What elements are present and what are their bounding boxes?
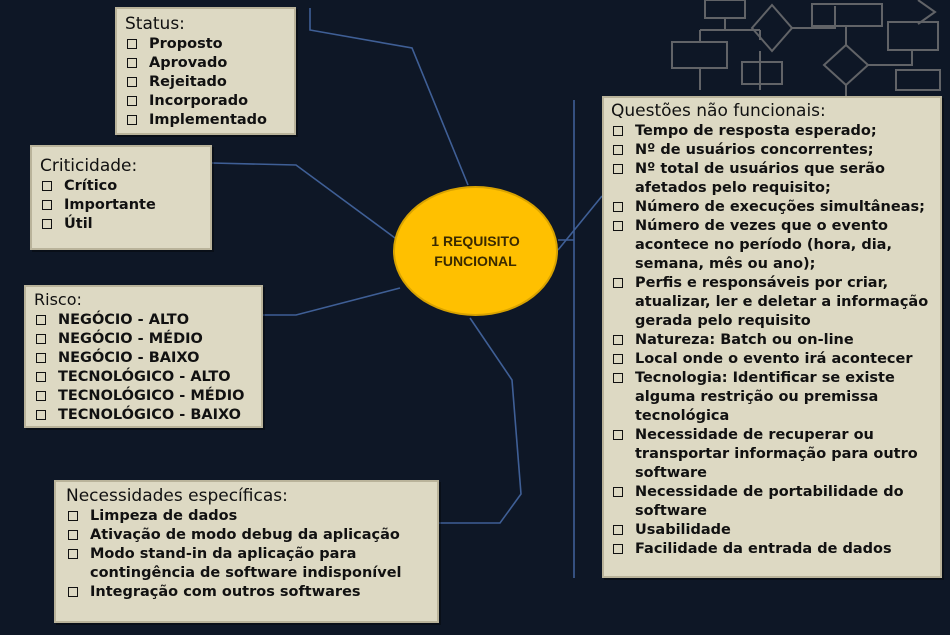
questoes-title: Questões não funcionais: xyxy=(611,101,826,121)
checkbox-icon xyxy=(36,315,46,325)
checkbox-icon xyxy=(613,164,623,174)
connector-questoes-tick xyxy=(557,195,603,251)
list-item: Necessidade de recuperar ou transportar … xyxy=(611,426,933,483)
checkbox-icon xyxy=(613,221,623,231)
connector-risco xyxy=(263,287,401,316)
checkbox-icon xyxy=(68,587,78,597)
checkbox-icon xyxy=(613,126,623,136)
checkbox-icon xyxy=(127,96,137,106)
list-item: Natureza: Batch ou on-line xyxy=(611,331,933,350)
list-item: Perfis e responsáveis por criar, atualiz… xyxy=(611,274,933,331)
checkbox-icon xyxy=(68,530,78,540)
risco-list: NEGÓCIO - ALTO NEGÓCIO - MÉDIO NEGÓCIO -… xyxy=(34,311,253,425)
risco-box: Risco: NEGÓCIO - ALTO NEGÓCIO - MÉDIO NE… xyxy=(24,285,263,428)
list-item: TECNOLÓGICO - BAIXO xyxy=(34,406,253,425)
checkbox-icon xyxy=(36,353,46,363)
list-item: Usabilidade xyxy=(611,521,933,540)
list-item: NEGÓCIO - MÉDIO xyxy=(34,330,253,349)
checkbox-icon xyxy=(42,200,52,210)
checkbox-icon xyxy=(36,391,46,401)
checkbox-icon xyxy=(613,544,623,554)
checkbox-icon xyxy=(613,525,623,535)
flowchart-background-graphic xyxy=(671,0,941,96)
list-item: NEGÓCIO - BAIXO xyxy=(34,349,253,368)
list-item: Aprovado xyxy=(125,54,286,73)
list-item: Número de vezes que o evento acontece no… xyxy=(611,217,933,274)
list-item: Crítico xyxy=(40,177,202,196)
criticidade-title: Criticidade: xyxy=(40,156,138,176)
list-item: Rejeitado xyxy=(125,73,286,92)
list-item: NEGÓCIO - ALTO xyxy=(34,311,253,330)
status-title: Status: xyxy=(125,14,185,34)
checkbox-icon xyxy=(127,39,137,49)
connector-questoes xyxy=(558,100,575,578)
connector-lines xyxy=(211,8,603,578)
list-item: Tempo de resposta esperado; xyxy=(611,122,933,141)
checkbox-icon xyxy=(613,430,623,440)
checkbox-icon xyxy=(127,115,137,125)
list-item: Tecnologia: Identificar se existe alguma… xyxy=(611,369,933,426)
list-item: Nº total de usuários que serão afetados … xyxy=(611,160,933,198)
list-item: Nº de usuários concorrentes; xyxy=(611,141,933,160)
checkbox-icon xyxy=(127,58,137,68)
connector-status xyxy=(309,8,469,186)
checkbox-icon xyxy=(613,373,623,383)
necessidades-list: Limpeza de dados Ativação de modo debug … xyxy=(66,507,427,602)
checkbox-icon xyxy=(613,278,623,288)
list-item: Implementado xyxy=(125,111,286,130)
list-item: TECNOLÓGICO - MÉDIO xyxy=(34,387,253,406)
list-item: TECNOLÓGICO - ALTO xyxy=(34,368,253,387)
checkbox-icon xyxy=(613,487,623,497)
criticidade-list: Crítico Importante Útil xyxy=(40,177,202,234)
list-item: Número de execuções simultâneas; xyxy=(611,198,933,217)
status-list: Proposto Aprovado Rejeitado Incorporado … xyxy=(125,35,286,130)
checkbox-icon xyxy=(36,334,46,344)
central-node-label: 1 REQUISITO FUNCIONAL xyxy=(431,233,520,269)
checkbox-icon xyxy=(36,410,46,420)
necessidades-box: Necessidades específicas: Limpeza de dad… xyxy=(54,480,439,623)
questoes-list: Tempo de resposta esperado; Nº de usuári… xyxy=(611,122,933,559)
criticidade-box: Criticidade: Crítico Importante Útil xyxy=(30,145,212,250)
list-item: Útil xyxy=(40,215,202,234)
list-item: Importante xyxy=(40,196,202,215)
list-item: Necessidade de portabilidade do software xyxy=(611,483,933,521)
checkbox-icon xyxy=(127,77,137,87)
central-node-requisito-funcional: 1 REQUISITO FUNCIONAL xyxy=(393,186,558,316)
list-item: Local onde o evento irá acontecer xyxy=(611,350,933,369)
list-item: Modo stand-in da aplicação para contingê… xyxy=(66,545,427,583)
list-item: Incorporado xyxy=(125,92,286,111)
checkbox-icon xyxy=(36,372,46,382)
connector-necessidades xyxy=(439,317,522,524)
necessidades-title: Necessidades específicas: xyxy=(66,486,288,506)
list-item: Proposto xyxy=(125,35,286,54)
checkbox-icon xyxy=(42,181,52,191)
list-item: Facilidade da entrada de dados xyxy=(611,540,933,559)
questoes-box: Questões não funcionais: Tempo de respos… xyxy=(602,96,942,578)
checkbox-icon xyxy=(68,549,78,559)
list-item: Limpeza de dados xyxy=(66,507,427,526)
status-box: Status: Proposto Aprovado Rejeitado Inco… xyxy=(115,7,296,135)
checkbox-icon xyxy=(68,511,78,521)
checkbox-icon xyxy=(613,335,623,345)
risco-title: Risco: xyxy=(34,290,82,309)
connector-criticidade xyxy=(211,162,396,239)
checkbox-icon xyxy=(613,145,623,155)
list-item: Integração com outros softwares xyxy=(66,583,427,602)
checkbox-icon xyxy=(42,219,52,229)
checkbox-icon xyxy=(613,202,623,212)
checkbox-icon xyxy=(613,354,623,364)
list-item: Ativação de modo debug da aplicação xyxy=(66,526,427,545)
